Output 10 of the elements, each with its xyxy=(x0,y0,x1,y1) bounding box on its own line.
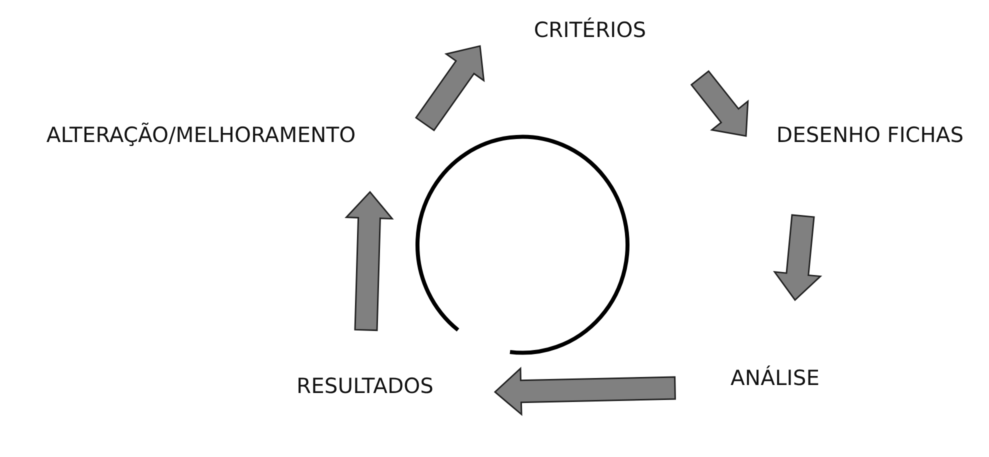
stage-label: ANÁLISE xyxy=(730,366,820,390)
block-arrow xyxy=(344,190,394,332)
stage-label: ALTERAÇÃO/MELHORAMENTO xyxy=(46,123,356,147)
stage-label: DESENHO FICHAS xyxy=(776,123,964,147)
stage-label: CRITÉRIOS xyxy=(534,18,646,42)
block-arrow xyxy=(494,366,676,416)
block-arrow xyxy=(773,214,822,302)
block-arrow xyxy=(690,70,749,137)
stage-label: RESULTADOS xyxy=(296,374,434,398)
block-arrow xyxy=(414,45,485,132)
